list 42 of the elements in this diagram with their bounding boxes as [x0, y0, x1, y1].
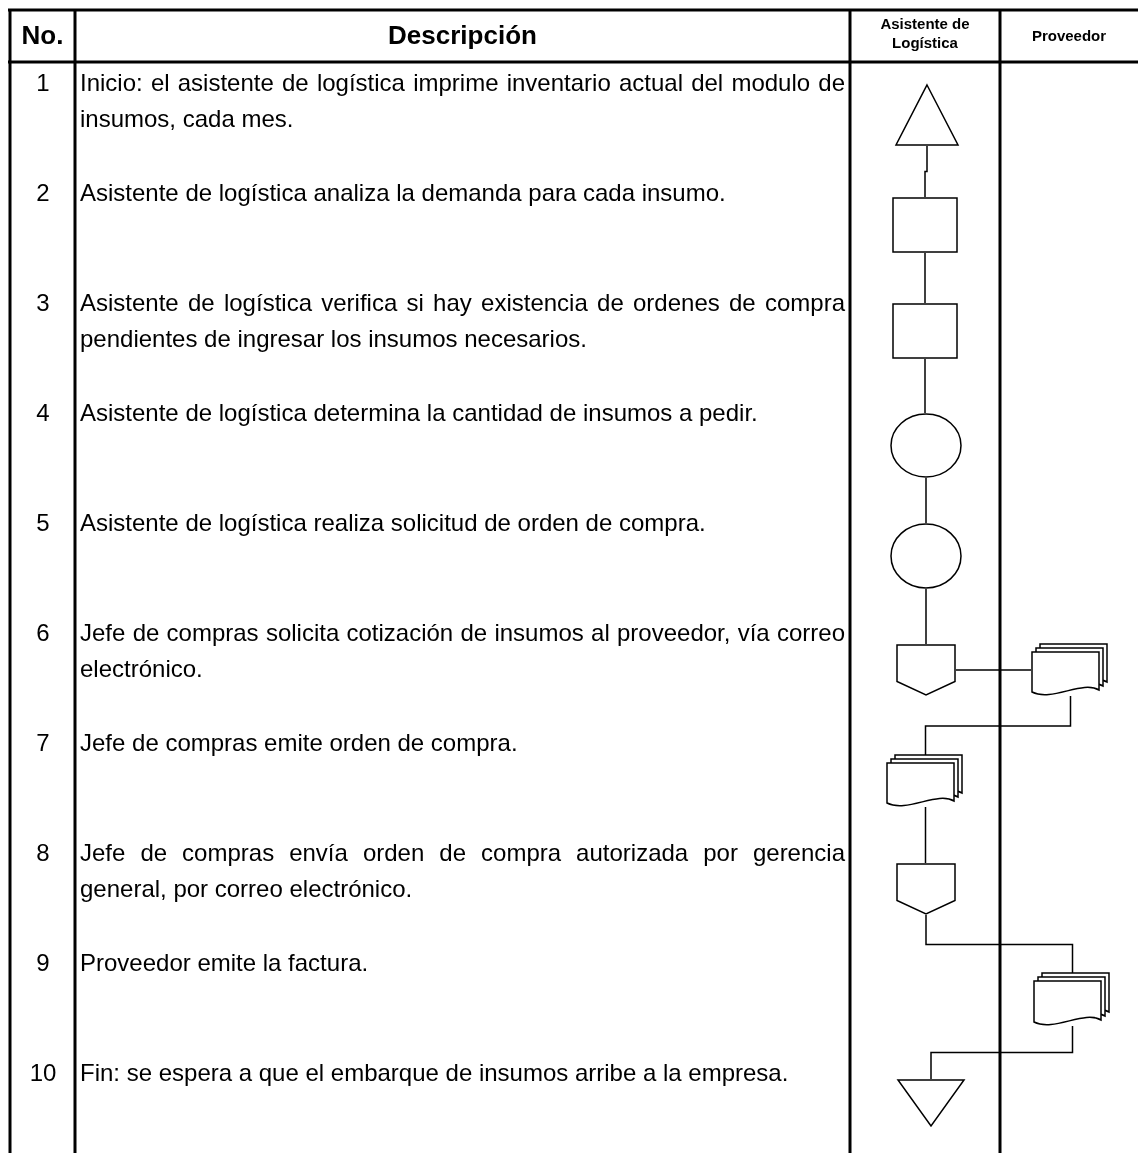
- connector-line: [924, 358, 926, 414]
- step-number: 4: [35, 398, 51, 428]
- step-number: 6: [35, 618, 51, 648]
- step-number: 3: [35, 288, 51, 318]
- column-header: No.: [20, 20, 65, 50]
- triangle-symbol: [895, 84, 959, 146]
- step-description: Asistente de logística determina la cantidad de insumos a pedir.: [80, 398, 759, 428]
- step-number: 9: [35, 948, 51, 978]
- step-description: Asistente de logística verifica si hay existencia de ordenes de compra pendientes de ingresar los insumos necesarios.: [80, 288, 845, 354]
- connector-line: [924, 806, 927, 864]
- step-number: 10: [28, 1058, 58, 1088]
- step-number: 1: [35, 68, 51, 98]
- step-description: Asistente de logística realiza solicitud de orden de compra.: [80, 508, 707, 538]
- step-number: 5: [35, 508, 51, 538]
- offpage-connector: [896, 644, 956, 696]
- connector-line: [925, 914, 1074, 975]
- operation-circle: [890, 523, 962, 589]
- step-description: Asistente de logística analiza la demanda para cada insumo.: [80, 178, 727, 208]
- operation-circle: [890, 413, 962, 478]
- step-description: Jefe de compras solicita cotización de insumos al proveedor, vía correo electrónico.: [80, 618, 845, 684]
- column-header: Asistente de Logística: [879, 14, 971, 52]
- connector-line: [925, 477, 927, 524]
- column-header: Descripción: [387, 20, 538, 50]
- connector-line: [930, 1025, 1074, 1080]
- offpage-connector: [896, 863, 956, 915]
- step-number: 8: [35, 838, 51, 868]
- step-description: Jefe de compras envía orden de compra autorizada por gerencia general, por correo electrónico.: [80, 838, 845, 904]
- connector-line: [924, 252, 926, 304]
- connector-line: [955, 669, 1032, 671]
- process-box: [892, 303, 958, 359]
- connector-line: [924, 695, 1072, 757]
- connector-line: [925, 588, 927, 645]
- step-description: Jefe de compras emite orden de compra.: [80, 728, 519, 758]
- column-header: Proveedor: [1030, 26, 1108, 45]
- process-box: [892, 197, 958, 253]
- step-description: Fin: se espera a que el embarque de insumos arribe a la empresa.: [80, 1058, 790, 1088]
- step-number: 2: [35, 178, 51, 208]
- step-number: 7: [35, 728, 51, 758]
- step-description: Inicio: el asistente de logística imprime inventario actual del modulo de insumos, cada mes.: [80, 68, 845, 134]
- end-triangle: [897, 1079, 965, 1127]
- connector-line: [924, 145, 928, 198]
- step-description: Proveedor emite la factura.: [80, 948, 370, 978]
